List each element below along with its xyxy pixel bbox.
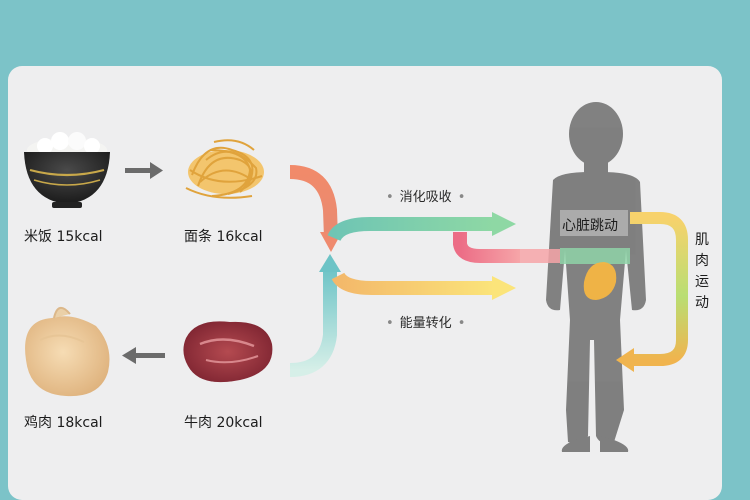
noodles-label: 面条 16kcal (184, 229, 263, 245)
chicken-label: 鸡肉 18kcal (24, 415, 103, 431)
bullet-dot-icon: • (457, 316, 466, 331)
arrow-left-icon (122, 347, 165, 364)
rice-bowl-icon (24, 132, 110, 208)
chicken-icon (25, 307, 110, 397)
arrow-right-icon (125, 162, 163, 179)
beef-icon (183, 321, 273, 383)
beef-label: 牛肉 20kcal (184, 415, 263, 431)
energy-label: • 能量转化 • (380, 312, 471, 331)
bullet-dot-icon: • (386, 316, 394, 331)
energy-text: 能量转化 (399, 316, 452, 331)
human-silhouette (546, 102, 646, 452)
noodles-icon (185, 139, 264, 199)
heart-label: 心脏跳动 (562, 218, 618, 234)
bullet-dot-icon: • (386, 190, 394, 205)
bullet-dot-icon: • (457, 190, 466, 205)
muscle-label: 肌肉运动 (695, 232, 709, 311)
rice-label: 米饭 15kcal (24, 229, 103, 245)
digestion-text: 消化吸收 (399, 190, 452, 205)
stomach-icon (583, 262, 617, 300)
digestion-label: • 消化吸收 • (380, 186, 471, 205)
